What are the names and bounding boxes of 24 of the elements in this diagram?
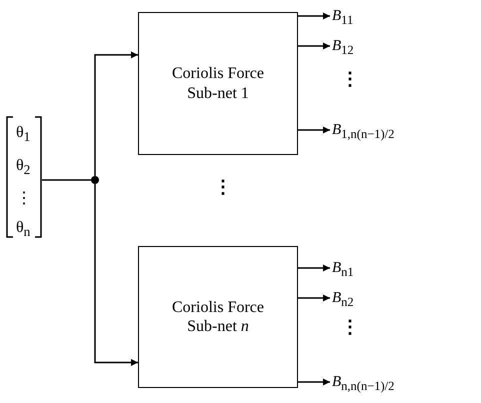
- output-label: B$_{11}$: [332, 7, 372, 25]
- ellipsis-dots: ⋮: [214, 178, 232, 196]
- output-label: B$_{n1}$: [332, 259, 372, 277]
- arrow: [94, 184, 138, 366]
- arrow: [94, 51, 138, 176]
- output-label: B$_{12}$: [332, 37, 372, 55]
- arrow: [298, 42, 330, 50]
- output-label: B$_{n2}$: [332, 289, 372, 307]
- output-label: B$_{n,n(n−1)/2}$: [332, 373, 452, 391]
- connector-line: [42, 179, 91, 181]
- subnet-box: [138, 12, 298, 155]
- output-label: B$_{1,n(n−1)/2}$: [332, 121, 442, 139]
- arrow: [298, 264, 330, 272]
- ellipsis-dots: ⋮: [341, 70, 359, 88]
- vector-entries: θ$_{1}$ θ$_{2}$ ⋮ θ$_{n}$: [16, 123, 30, 242]
- arrow: [298, 126, 330, 134]
- ellipsis-dots: ⋮: [341, 318, 359, 336]
- subnet-box: [138, 246, 298, 388]
- box-label: Coriolis Force Sub-net 1: [171, 64, 265, 103]
- arrow: [298, 378, 330, 386]
- junction-dot: [91, 176, 99, 184]
- arrow: [298, 294, 330, 302]
- arrow: [298, 12, 330, 20]
- box-label: Coriolis Force Sub-net n: [171, 298, 265, 336]
